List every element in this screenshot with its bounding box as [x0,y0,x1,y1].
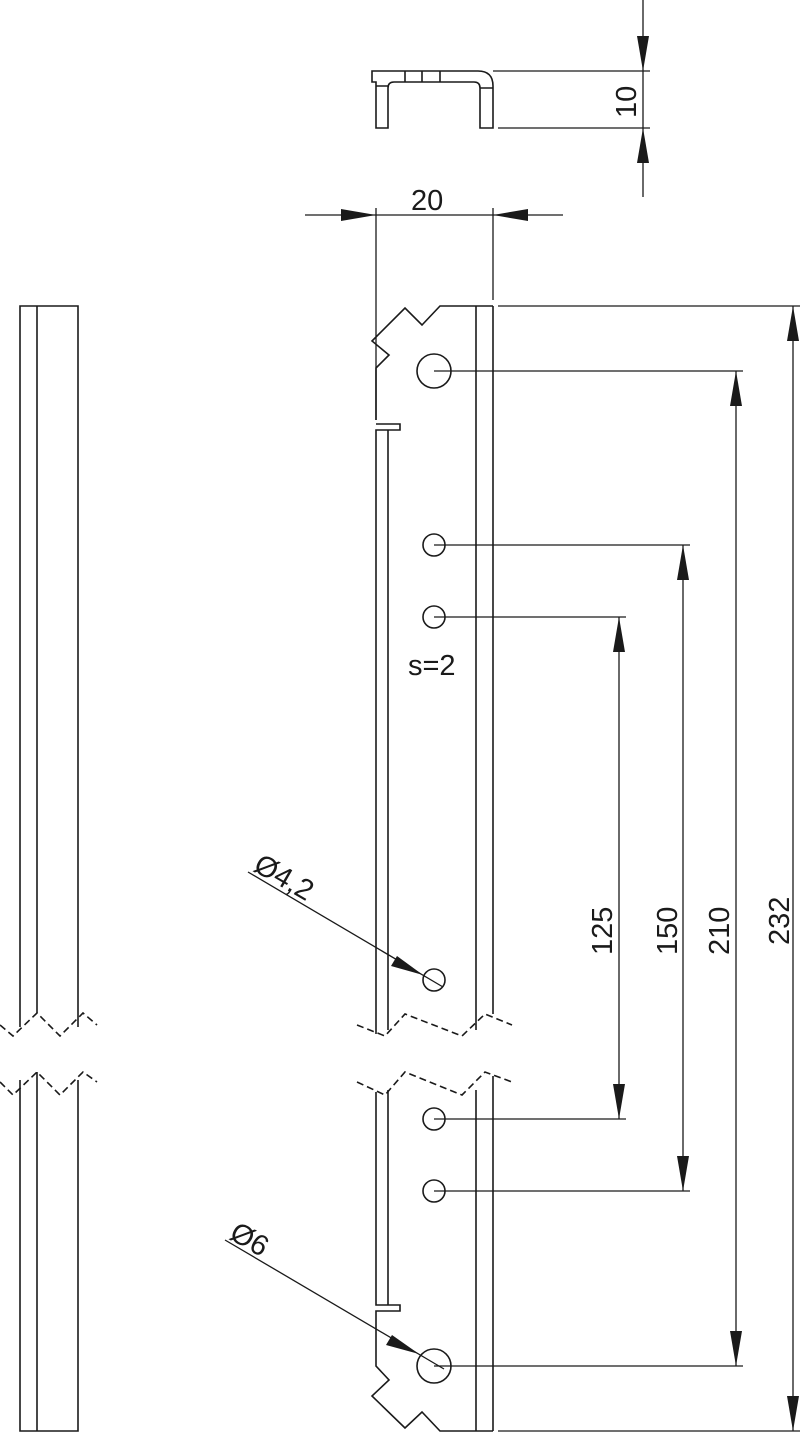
dimension-height-10: 10 [493,0,650,197]
side-view [0,305,98,1432]
dimension-210: 210 [434,370,743,1367]
leader-hole-large: Ø6 [225,1216,445,1370]
front-view-plate [356,305,513,1432]
hole-small [422,968,446,992]
dimension-150: 150 [434,544,690,1192]
thickness-label: s=2 [408,650,456,682]
dimension-10-label: 10 [611,86,643,118]
dimension-width-20: 20 [305,185,563,420]
dimension-150-label: 150 [652,907,684,955]
dimension-125-label: 125 [587,907,619,955]
hole-small-diameter-label: Ø4,2 [249,848,319,907]
hole-large-diameter-label: Ø6 [225,1216,275,1263]
dimension-210-label: 210 [704,907,736,955]
dimension-20-label: 20 [411,185,443,217]
dimension-232: 232 [498,305,800,1432]
dimension-232-label: 232 [764,897,796,945]
leader-hole-small: Ø4,2 [247,848,444,988]
dimension-125: 125 [434,616,626,1120]
top-view-profile [371,70,494,129]
holes [416,353,452,1384]
